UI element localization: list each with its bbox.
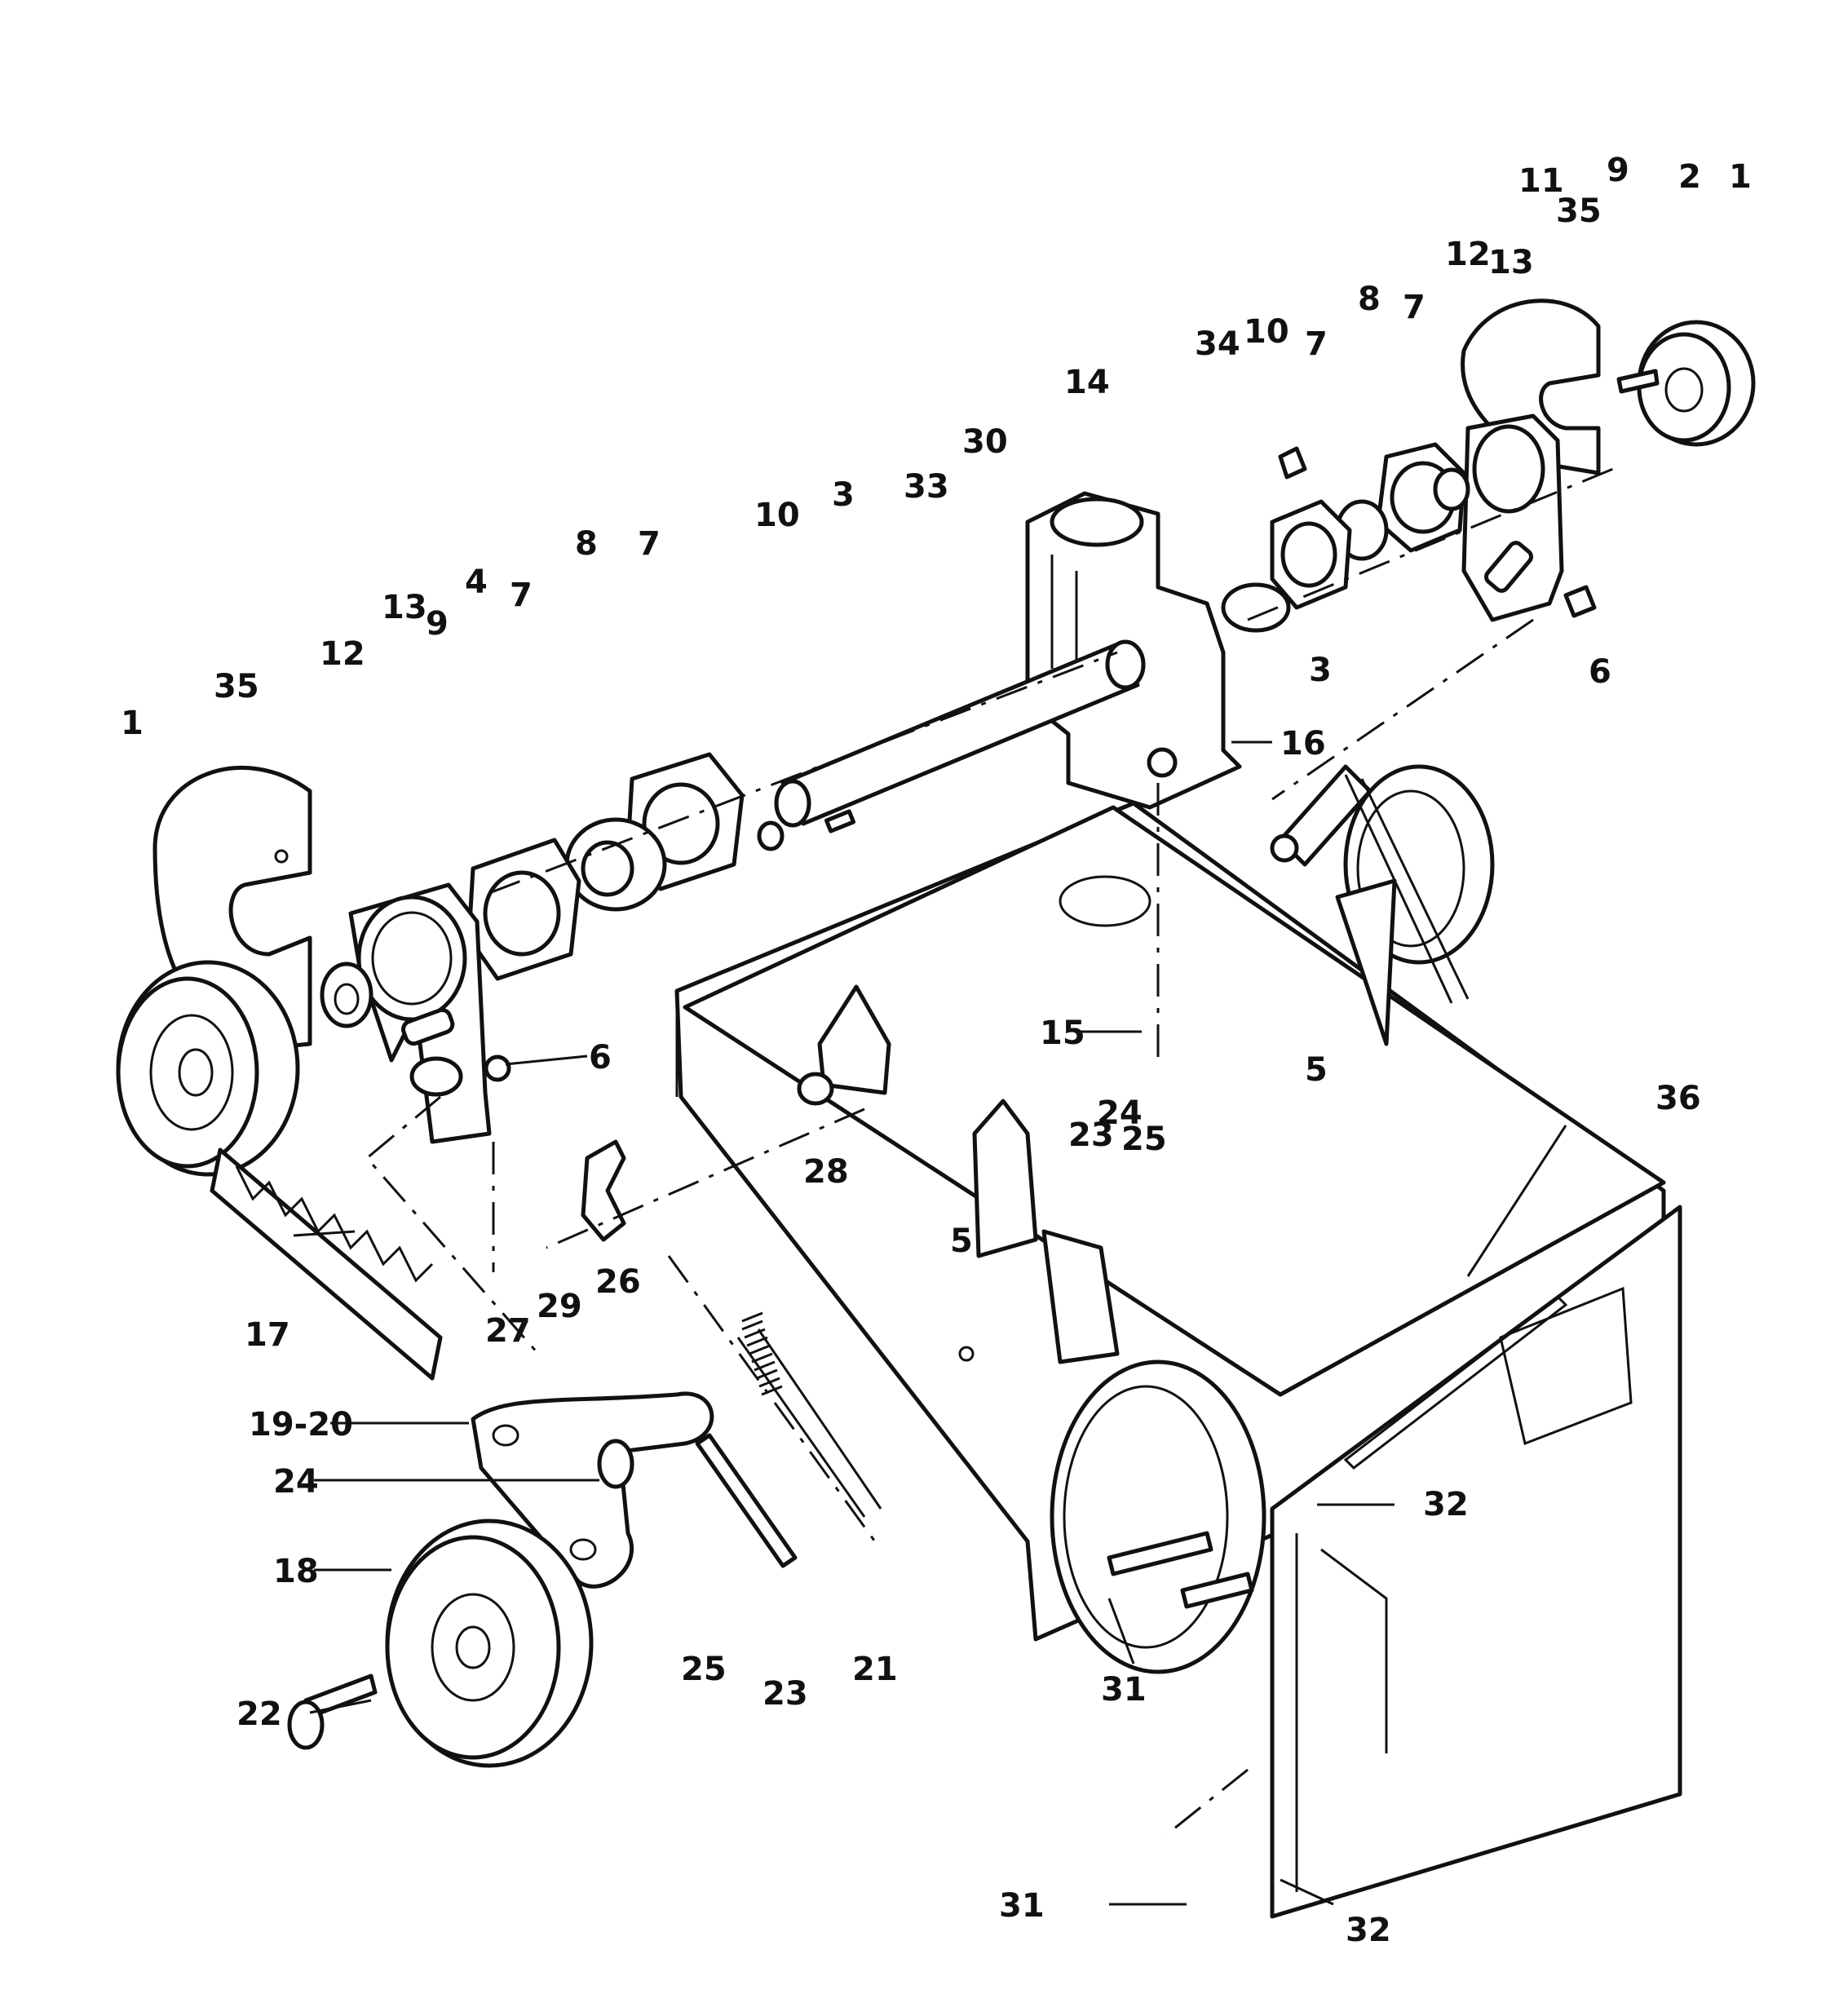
callout-24-top: 24 — [1097, 1094, 1143, 1132]
callout-30: 30 — [962, 423, 1008, 461]
callout-7-right-a: 7 — [1305, 325, 1328, 363]
callout-13-left: 13 — [382, 589, 427, 626]
deck-brackets — [581, 984, 1120, 1364]
rod-23 — [695, 1433, 798, 1568]
callout-32-top: 32 — [1423, 1486, 1469, 1523]
drive-belt-17 — [210, 1147, 443, 1381]
callout-16: 16 — [1280, 725, 1326, 763]
callout-7-left-a: 7 — [510, 577, 533, 614]
callout-18: 18 — [273, 1553, 319, 1590]
callout-32-bottom: 32 — [1346, 1912, 1391, 1949]
idler-arm-19-20 — [471, 1391, 714, 1589]
callout-8-right: 8 — [1358, 281, 1381, 318]
callout-34: 34 — [1195, 325, 1240, 363]
callout-10-right: 10 — [1244, 313, 1289, 351]
gearbox-14 — [1025, 491, 1291, 810]
callout-33: 33 — [904, 468, 949, 506]
callout-12-right: 12 — [1445, 236, 1491, 273]
callout-27: 27 — [485, 1312, 531, 1350]
callout-23-top: 23 — [1068, 1116, 1114, 1154]
callout-28: 28 — [803, 1153, 849, 1191]
left-washer-12 — [320, 962, 374, 1028]
callout-6-left: 6 — [589, 1039, 612, 1077]
callout-4: 4 — [465, 564, 488, 601]
callout-31-mid: 31 — [1101, 1671, 1147, 1709]
left-bracket-4 — [348, 882, 511, 1144]
right-bearing-flanges — [1270, 442, 1597, 618]
callout-24-bottom: 24 — [273, 1463, 319, 1501]
callout-14: 14 — [1064, 364, 1110, 401]
callout-11: 11 — [1518, 162, 1564, 200]
callout-5-right: 5 — [1305, 1051, 1328, 1089]
callout-5-mid: 5 — [950, 1222, 973, 1260]
shaft-tube-33 — [774, 639, 1146, 833]
callout-12-left: 12 — [320, 635, 365, 673]
callout-7-right-b: 7 — [1403, 289, 1426, 326]
callout-26: 26 — [595, 1263, 641, 1301]
callout-23-bottom: 23 — [762, 1675, 808, 1713]
leader-lines — [293, 741, 1567, 1906]
callout-1-left: 1 — [121, 705, 144, 742]
callout-2: 2 — [1678, 158, 1701, 196]
callout-17: 17 — [245, 1316, 290, 1354]
callout-3-top: 3 — [832, 476, 855, 514]
callout-7-left-b: 7 — [638, 525, 661, 563]
alignment-lines — [365, 463, 1624, 1837]
callout-9-right: 9 — [1607, 152, 1629, 189]
callout-19-20: 19-20 — [249, 1406, 353, 1443]
idler-pulley-18 — [385, 1519, 594, 1768]
callout-1-right: 1 — [1729, 158, 1752, 196]
callout-35-right: 35 — [1556, 192, 1602, 230]
callout-3-bottom: 3 — [1309, 652, 1332, 689]
callout-31-bottom: 31 — [999, 1887, 1045, 1925]
right-idler-assembly — [1270, 764, 1495, 1046]
callout-22: 22 — [236, 1695, 282, 1733]
callout-25-bottom: 25 — [681, 1651, 727, 1688]
callout-10-left: 10 — [754, 497, 800, 534]
callout-36: 36 — [1655, 1080, 1701, 1117]
callout-21: 21 — [852, 1651, 898, 1688]
spring-21 — [736, 1311, 882, 1518]
callout-8-left: 8 — [575, 525, 598, 563]
callout-numbers: 1 35 12 13 9 4 7 8 7 10 3 33 30 14 34 10… — [121, 152, 1752, 1949]
callout-25-top: 25 — [1121, 1121, 1167, 1158]
callout-35-left: 35 — [214, 668, 259, 705]
left-bearing-flanges — [466, 752, 785, 981]
callout-9-left: 9 — [426, 605, 449, 643]
left-pulley-1 — [116, 960, 300, 1177]
callout-6-right: 6 — [1589, 653, 1611, 691]
callout-15: 15 — [1040, 1015, 1085, 1052]
callout-29: 29 — [537, 1288, 582, 1325]
bolt-22 — [287, 1673, 378, 1750]
front-idler-disc — [1050, 1359, 1266, 1674]
right-pulley-2 — [1616, 320, 1756, 447]
right-bracket-11 — [1461, 413, 1564, 622]
callout-13-right: 13 — [1488, 244, 1534, 281]
